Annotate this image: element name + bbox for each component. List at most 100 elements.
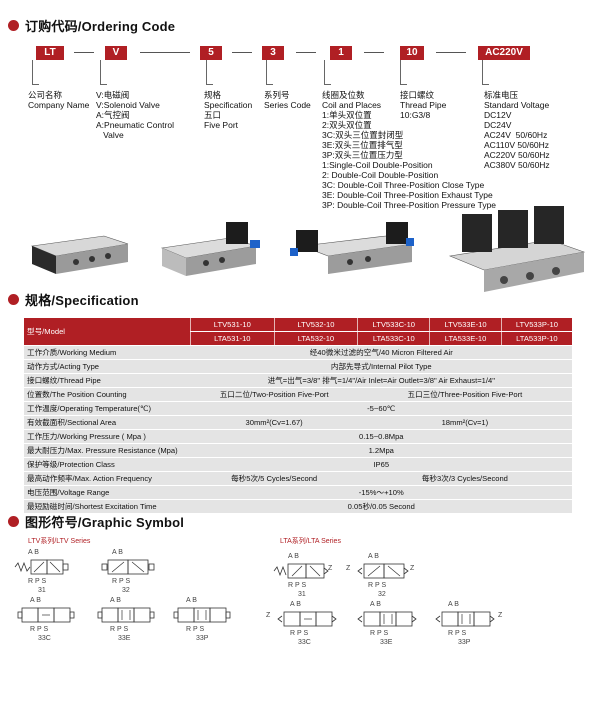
model-cell: LTA533C-10 bbox=[357, 331, 430, 346]
table-row: 工作温度/Operating Temperature(℃)-5~60℃ bbox=[24, 401, 572, 416]
row-value: 18mm²(Cv=1) bbox=[357, 415, 572, 430]
desc-company: 公司名称 Company Name bbox=[28, 90, 90, 110]
code-box-voltage: AC220V bbox=[478, 46, 530, 60]
port-label-ab: A B bbox=[368, 553, 379, 560]
row-value: 每秒5次/5 Cycles/Second bbox=[190, 471, 358, 486]
symbol-code-31: 31 bbox=[298, 591, 306, 598]
row-value: 五口二位/Two-Position Five-Port bbox=[190, 387, 358, 402]
port-label-rps: R P S bbox=[110, 626, 129, 633]
graphic-symbol-title: 图形符号/Graphic Symbol bbox=[8, 512, 184, 531]
model-cell: LTV533P-10 bbox=[500, 318, 572, 332]
ordering-code-title: 订购代码/Ordering Code bbox=[8, 16, 175, 35]
row-label: 动作方式/Acting Type bbox=[24, 359, 191, 374]
code-dash bbox=[140, 52, 190, 53]
code-box-valve: V bbox=[105, 46, 127, 60]
code-box-spec: 5 bbox=[200, 46, 222, 60]
row-value: 0.05秒/0.05 Second bbox=[190, 499, 572, 514]
code-box-thread: 10 bbox=[400, 46, 424, 60]
leader-line bbox=[400, 60, 407, 85]
row-value: -15%～+10% bbox=[190, 485, 572, 500]
bullet-icon bbox=[8, 20, 19, 31]
desc-thread: 接口螺纹 Thread Pipe 10:G3/8 bbox=[400, 90, 447, 120]
bullet-icon bbox=[8, 294, 19, 305]
leader-line bbox=[32, 60, 39, 85]
port-label-rps: R P S bbox=[290, 630, 309, 637]
port-label-ab: A B bbox=[110, 597, 121, 604]
leader-line bbox=[482, 60, 489, 85]
row-value: 内部先导式/Internal Pilot Type bbox=[190, 359, 572, 374]
model-label: 型号/Model bbox=[24, 318, 191, 346]
model-cell: LTV533E-10 bbox=[429, 318, 502, 332]
lta-series-label: LTA系列/LTA Series bbox=[280, 538, 341, 545]
symbol-code-33c: 33C bbox=[38, 635, 51, 642]
pilot-label-z: Z bbox=[328, 565, 333, 572]
row-value: 0.15~0.8Mpa bbox=[190, 429, 572, 444]
row-label: 电压范围/Voltage Range bbox=[24, 485, 191, 500]
model-cell: LTV533C-10 bbox=[357, 318, 430, 332]
valve-symbol-lta-33e bbox=[357, 611, 417, 627]
symbol-code-33e: 33E bbox=[380, 639, 393, 646]
valve-symbol-lta-33c bbox=[277, 611, 337, 627]
valve-symbol-lta-33p bbox=[435, 611, 495, 627]
port-label-rps: R P S bbox=[368, 582, 387, 589]
desc-specification: 规格 Specification 五口 Five Port bbox=[204, 90, 253, 130]
port-label-ab: A B bbox=[186, 597, 197, 604]
table-header-row: 型号/Model LTV531-10 LTV532-10 LTV533C-10 … bbox=[24, 318, 572, 346]
leader-line bbox=[324, 60, 331, 85]
valve-symbol-ltv-33c bbox=[17, 607, 75, 623]
valve-symbol-ltv-33e bbox=[97, 607, 155, 623]
row-value: IP65 bbox=[190, 457, 572, 472]
model-cell: LTA533E-10 bbox=[429, 331, 502, 346]
valve-symbol-ltv-31 bbox=[14, 559, 69, 575]
leader-line bbox=[266, 60, 273, 85]
symbol-code-32: 32 bbox=[378, 591, 386, 598]
model-cell: LTA533P-10 bbox=[500, 331, 572, 346]
specification-table: 型号/Model LTV531-10 LTV532-10 LTV533C-10 … bbox=[24, 318, 572, 514]
row-value: -5~60℃ bbox=[190, 401, 572, 416]
port-label-rps: R P S bbox=[112, 578, 131, 585]
desc-series: 系列号 Series Code bbox=[264, 90, 311, 110]
pilot-label-z: Z bbox=[410, 565, 415, 572]
leader-line bbox=[206, 60, 213, 85]
leader-line bbox=[100, 60, 107, 85]
valve-symbol-ltv-33p bbox=[173, 607, 231, 623]
symbol-code-32: 32 bbox=[122, 587, 130, 594]
table-header-row: LTA531-10 LTA532-10 LTA533C-10 LTA533E-1… bbox=[24, 331, 572, 346]
row-label: 接口螺纹/Thread Pipe bbox=[24, 373, 191, 388]
row-label: 工作介质/Working Medium bbox=[24, 345, 191, 360]
row-value: 五口三位/Three-Position Five-Port bbox=[357, 387, 572, 402]
pilot-label-z: Z bbox=[498, 612, 503, 619]
row-label: 工作压力/Working Pressure ( Mpa ) bbox=[24, 429, 191, 444]
model-cell: LTA532-10 bbox=[273, 331, 358, 346]
port-label-ab: A B bbox=[288, 553, 299, 560]
valve-photo-manifold bbox=[448, 206, 586, 292]
valve-symbol-ltv-32 bbox=[101, 559, 155, 575]
valve-photo-single-coil bbox=[160, 222, 260, 276]
model-cell: LTV531-10 bbox=[190, 318, 275, 332]
ltv-series-label: LTV系列/LTV Series bbox=[28, 538, 91, 545]
pilot-label-z: Z bbox=[346, 565, 351, 572]
row-value: 每秒3次/3 Cycles/Second bbox=[357, 471, 572, 486]
port-label-rps: R P S bbox=[288, 582, 307, 589]
graphic-symbol-heading: 图形符号/Graphic Symbol bbox=[25, 515, 185, 530]
symbol-code-33e: 33E bbox=[118, 635, 131, 642]
row-label: 最大耐压力/Max. Pressure Resistance (Mpa) bbox=[24, 443, 191, 458]
pilot-label-z: Z bbox=[266, 612, 271, 619]
row-label: 最高动作频率/Max. Action Frequency bbox=[24, 471, 191, 486]
symbol-code-31: 31 bbox=[38, 587, 46, 594]
symbol-code-33p: 33P bbox=[196, 635, 209, 642]
port-label-rps: R P S bbox=[30, 626, 49, 633]
valve-symbol-lta-31 bbox=[273, 563, 329, 579]
port-label-rps: R P S bbox=[370, 630, 389, 637]
desc-valve-type: V:电磁阀 V:Solenoid Valve A:气控阀 A:Pneumatic… bbox=[96, 90, 174, 140]
row-value: 1.2Mpa bbox=[190, 443, 572, 458]
row-label: 有效截面积/Sectional Area bbox=[24, 415, 191, 430]
symbol-code-33c: 33C bbox=[298, 639, 311, 646]
port-label-ab: A B bbox=[30, 597, 41, 604]
